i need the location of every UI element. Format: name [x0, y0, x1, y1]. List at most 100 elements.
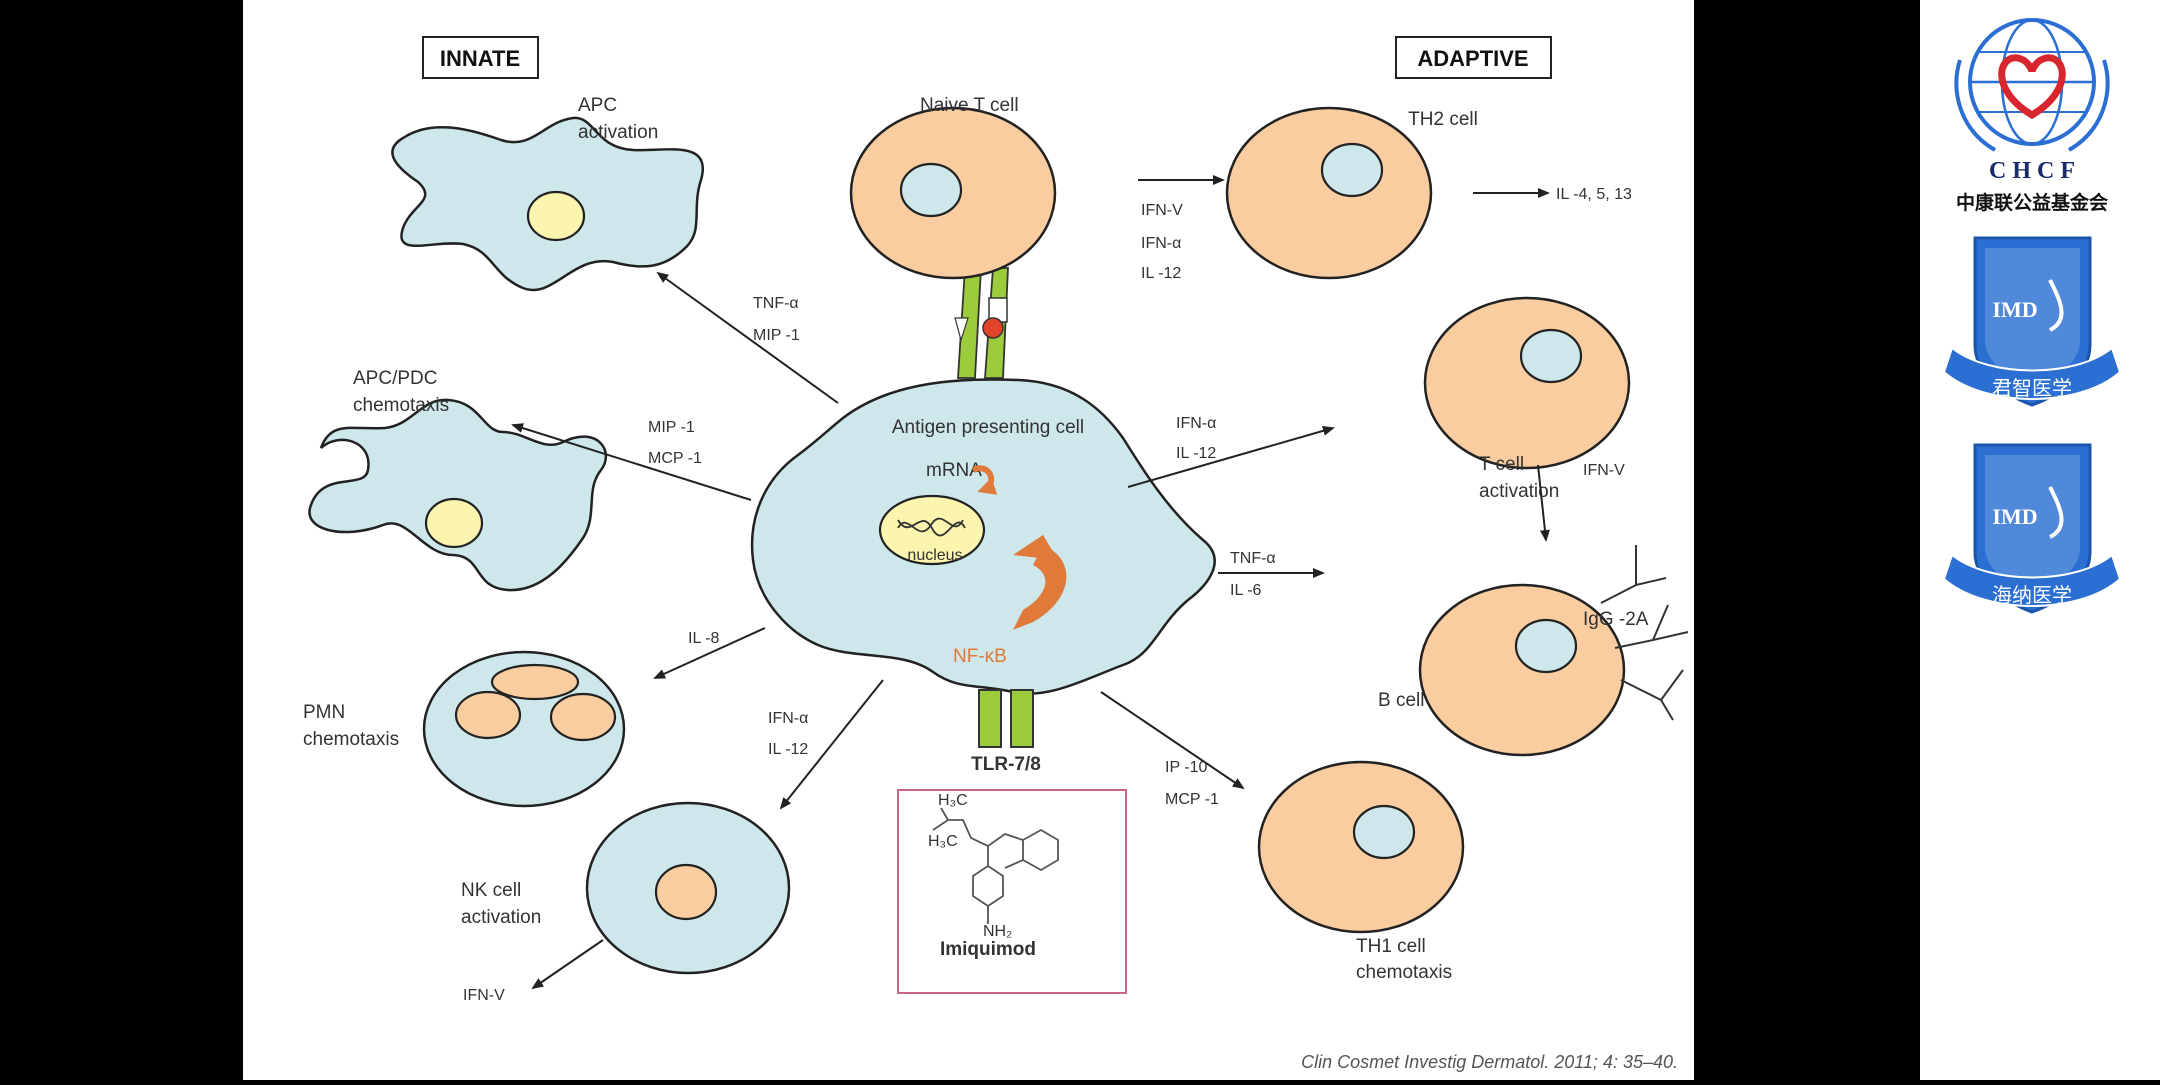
- imiquimod-box: H₃C H₃C NH₂ Imiquimod: [897, 789, 1127, 994]
- imd-mark-1: IMD: [1992, 297, 2037, 322]
- apc-activation-nucleus: [526, 190, 586, 242]
- antigen-dot: [982, 317, 1004, 339]
- svg-text:IFN-α: IFN-α: [1141, 235, 1181, 252]
- svg-text:APC/PDC: APC/PDC: [353, 368, 437, 389]
- naive-t-nucleus: [899, 162, 963, 218]
- apc-activation-cell: APC activation: [391, 95, 705, 292]
- t-activation-cell: T cell activation: [1423, 296, 1631, 502]
- svg-text:INNATE: INNATE: [440, 46, 520, 71]
- arrow-t-to-b: [1537, 464, 1550, 542]
- badge-ribbon: [1942, 553, 2122, 607]
- svg-text:ADAPTIVE: ADAPTIVE: [1417, 46, 1528, 71]
- th1-cell: TH1 cell chemotaxis: [1257, 760, 1465, 983]
- apc-pdc-nucleus: [424, 497, 484, 549]
- bird-icon: [2048, 279, 2064, 332]
- mhc-tcr-connector: [954, 267, 1009, 379]
- svg-text:H₃C: H₃C: [938, 792, 968, 809]
- signal-pmn: IL -8: [688, 630, 720, 647]
- th2-nucleus: [1320, 142, 1384, 198]
- svg-text:IFN-α: IFN-α: [768, 710, 808, 727]
- heart-icon: [1998, 54, 2066, 120]
- svg-text:mRNA: mRNA: [926, 460, 982, 481]
- svg-text:activation: activation: [578, 122, 658, 143]
- innate-header: INNATE: [422, 36, 539, 79]
- svg-text:B cell: B cell: [1378, 690, 1424, 711]
- arrow-to-nk: [779, 679, 884, 810]
- svg-text:Imiquimod: Imiquimod: [940, 939, 1036, 960]
- arrow-to-th1: [1100, 691, 1245, 790]
- arrow-to-apc-activation: [656, 271, 839, 404]
- antibodies: [1600, 545, 1689, 721]
- svg-text:NH₂: NH₂: [983, 923, 1012, 940]
- svg-text:T cell: T cell: [1479, 454, 1524, 475]
- svg-text:IP -10: IP -10: [1165, 759, 1208, 776]
- svg-text:Naive T cell: Naive T cell: [920, 95, 1019, 116]
- pmn-cell: PMN chemotaxis: [303, 650, 626, 808]
- tlr-receptor: TLR-7/8: [971, 689, 1041, 775]
- bird-icon: [2048, 486, 2064, 539]
- signal-b-cell: TNF-α IL -6: [1230, 550, 1276, 599]
- nk-nucleus: [654, 863, 718, 921]
- svg-text:Antigen presenting cell: Antigen presenting cell: [892, 417, 1084, 438]
- signal-t-activation: IFN-α IL -12: [1176, 415, 1216, 462]
- b-cell: B cell IgG -2A: [1378, 545, 1689, 757]
- signal-apc-pdc: MIP -1 MCP -1: [648, 419, 702, 467]
- t-activation-nucleus: [1519, 328, 1583, 384]
- b-cell-nucleus: [1514, 618, 1578, 674]
- signal-nk: IFN-α IL -12: [768, 710, 808, 758]
- svg-text:nucleus: nucleus: [907, 547, 962, 564]
- adaptive-header: ADAPTIVE: [1395, 36, 1552, 79]
- svg-text:IFN-V: IFN-V: [1141, 202, 1183, 219]
- apc-pdc-cell: APC/PDC chemotaxis: [308, 368, 608, 592]
- badge1-ribbon-text: 君智医学: [1992, 376, 2072, 400]
- pmn-lobe-top: [490, 663, 580, 701]
- signal-naive-to-th2: IFN-V IFN-α IL -12: [1141, 202, 1183, 282]
- svg-text:IFN-α: IFN-α: [1176, 415, 1216, 432]
- badge2-ribbon-text: 海纳医学: [1992, 583, 2072, 607]
- svg-text:TH2 cell: TH2 cell: [1408, 109, 1478, 130]
- svg-text:TLR-7/8: TLR-7/8: [971, 754, 1041, 775]
- svg-text:PMN: PMN: [303, 702, 345, 723]
- arrow-nk-out: [531, 939, 604, 990]
- svg-text:IL -6: IL -6: [1230, 582, 1262, 599]
- imd-mark-2: IMD: [1992, 504, 2037, 529]
- nk-cell: NK cell activation: [461, 801, 791, 975]
- slide: INNATE ADAPTIVE APC activation APC/PDC c…: [243, 0, 1694, 1080]
- pmn-lobe-left: [454, 690, 522, 740]
- signal-apc-activation: TNF-α MIP -1: [753, 295, 800, 344]
- svg-text:IL -12: IL -12: [1141, 265, 1181, 282]
- dna-strand-b: [897, 519, 966, 537]
- signal-th2-out: IL -4, 5, 13: [1556, 186, 1632, 203]
- svg-text:MIP -1: MIP -1: [648, 419, 695, 436]
- imiquimod-structure: [932, 807, 1059, 924]
- nfkb-arrow-head: [1013, 535, 1058, 560]
- imd-badge-1: IMD 君智医学: [1942, 236, 2122, 407]
- svg-text:IL -12: IL -12: [1176, 445, 1216, 462]
- chcf-globe-icon: [1954, 18, 2110, 152]
- signal-t-to-b: IFN-V: [1583, 462, 1625, 479]
- svg-text:IL -12: IL -12: [768, 741, 808, 758]
- signal-nk-out: IFN-V: [463, 987, 505, 1004]
- svg-text:TH1 cell: TH1 cell: [1356, 936, 1426, 957]
- svg-text:NF-κB: NF-κB: [953, 646, 1007, 667]
- svg-text:chemotaxis: chemotaxis: [303, 729, 399, 750]
- svg-text:APC: APC: [578, 95, 617, 116]
- arrow-to-pmn: [653, 627, 766, 679]
- svg-text:chemotaxis: chemotaxis: [353, 395, 449, 416]
- antigen-presenting-cell: Antigen presenting cell mRNA nucleus NF-…: [750, 378, 1216, 695]
- th2-cell: TH2 cell: [1225, 106, 1478, 280]
- chcf-name: 中康联公益基金会: [1956, 191, 2108, 214]
- signal-th1: IP -10 MCP -1: [1165, 759, 1219, 808]
- logo-sidebar: C H C F 中康联公益基金会 IMD 君智医学 IMD 海纳医学: [1920, 0, 2160, 1080]
- pmn-lobe-right: [549, 692, 617, 742]
- svg-text:activation: activation: [1479, 481, 1559, 502]
- svg-text:TNF-α: TNF-α: [1230, 550, 1276, 567]
- chcf-letters: C H C F: [1989, 158, 2075, 184]
- svg-text:H₃C: H₃C: [928, 833, 958, 850]
- svg-text:NK cell: NK cell: [461, 880, 521, 901]
- badge-ribbon: [1942, 346, 2122, 400]
- svg-text:chemotaxis: chemotaxis: [1356, 962, 1452, 983]
- svg-text:MCP -1: MCP -1: [1165, 791, 1219, 808]
- imiquimod-mechanism-diagram: INNATE ADAPTIVE APC activation APC/PDC c…: [303, 36, 1689, 1072]
- svg-text:activation: activation: [461, 907, 541, 928]
